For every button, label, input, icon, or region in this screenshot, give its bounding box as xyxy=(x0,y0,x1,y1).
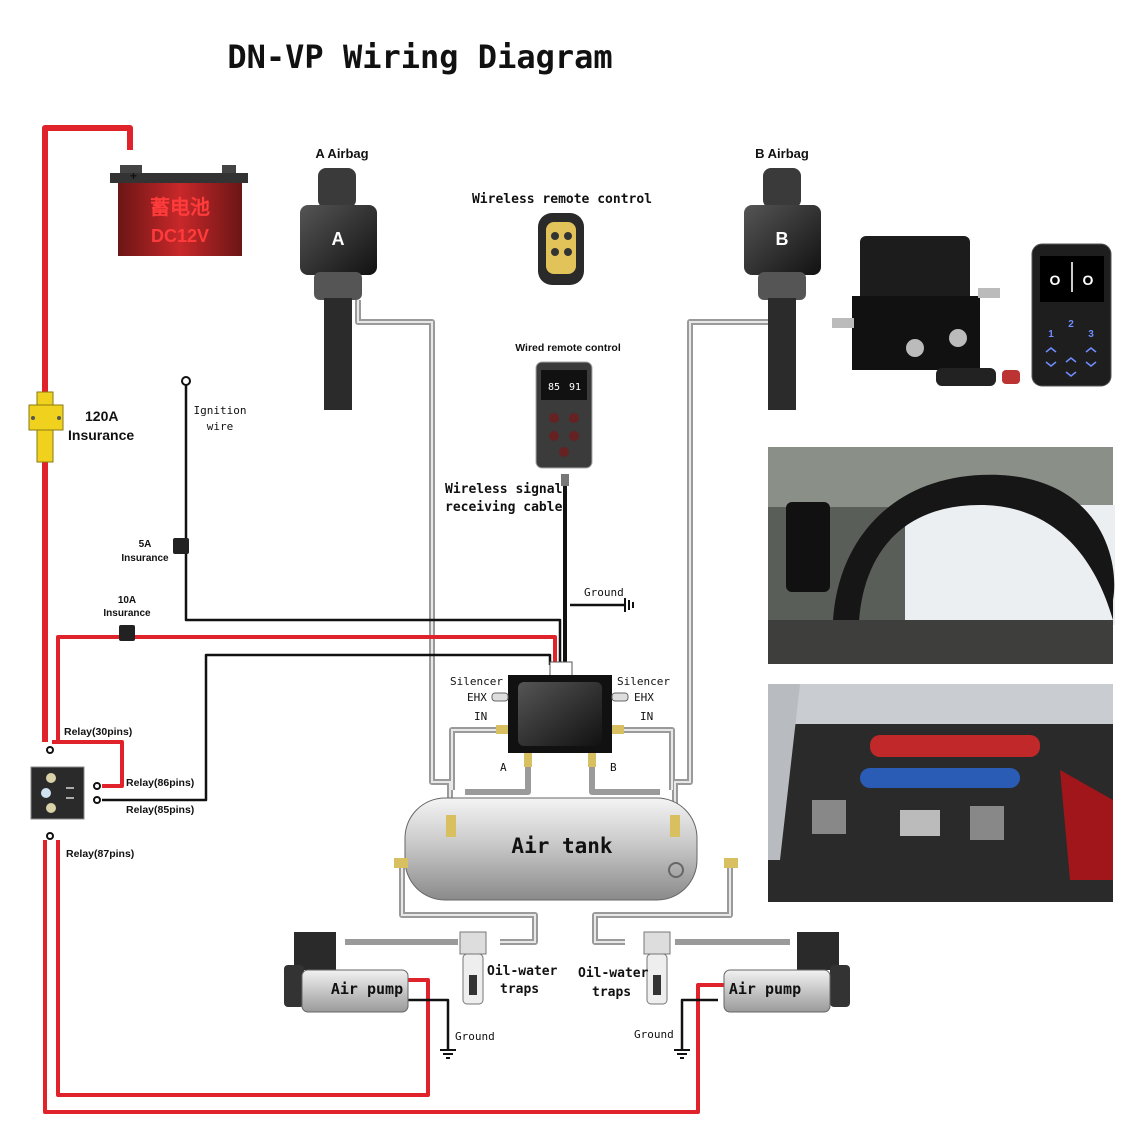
fitting-icon xyxy=(524,753,532,767)
wireless-remote-icon xyxy=(538,213,584,285)
air-line-a-airbag xyxy=(355,300,453,830)
wired-remote-readout-right: 91 xyxy=(569,382,581,393)
ignition-wire xyxy=(184,385,562,665)
air-line-valve-in-right xyxy=(618,727,675,790)
signal-cable-label-2: receiving cable xyxy=(445,500,563,515)
signal-antenna-connector xyxy=(561,474,569,486)
battery-plus: + xyxy=(130,169,137,183)
ground-symbol xyxy=(440,1049,456,1059)
controller-display-left: O xyxy=(1050,272,1061,288)
airbag-a-label: A Airbag xyxy=(315,146,368,161)
trap-left-label-1: Oil-water xyxy=(487,964,558,979)
relay-87-label: Relay(87pins) xyxy=(66,848,134,860)
wire-relay-87-right-pump xyxy=(43,840,725,1114)
airbag-a: A xyxy=(300,168,377,410)
fuse-120a-amp: 120A xyxy=(85,408,118,424)
fuse-10a-amp: 10A xyxy=(118,595,136,606)
fuse-5a-label: Insurance xyxy=(121,553,169,564)
fitting-icon xyxy=(588,753,596,767)
air-pump-right-label: Air pump xyxy=(729,980,801,998)
fuse-5a-icon xyxy=(173,538,189,554)
valve-block xyxy=(491,661,629,767)
silencer-right-icon xyxy=(611,692,629,702)
battery-voltage: DC12V xyxy=(151,226,209,246)
controller-key-3: 3 xyxy=(1088,329,1094,340)
airbag-b-label: B Airbag xyxy=(755,146,809,161)
oil-water-trap-right-icon xyxy=(643,931,671,1005)
ground-label-right: Ground xyxy=(634,1028,674,1041)
wire-relay-87-left-pump xyxy=(56,840,430,1097)
ground-label-valve: Ground xyxy=(584,586,624,599)
air-pump-right xyxy=(723,932,850,1013)
ehx-right-label: EHX xyxy=(634,691,654,704)
air-line-port-b xyxy=(589,765,660,795)
relay-icon xyxy=(30,746,101,840)
wired-remote-icon xyxy=(535,361,593,469)
controller-product-photo: O O 1 2 3 xyxy=(832,236,1112,387)
air-line-valve-in-left xyxy=(449,727,505,790)
ignition-wire-label-2: wire xyxy=(207,420,234,433)
air-tank-label: Air tank xyxy=(511,834,613,858)
diagram-title: DN-VP Wiring Diagram xyxy=(227,38,612,76)
wired-remote-readout-left: 85 xyxy=(548,382,560,393)
fuse-5a-amp: 5A xyxy=(139,539,152,550)
car-interior-photo xyxy=(768,447,1115,664)
wire-relay-85 xyxy=(102,653,552,802)
fitting-icon xyxy=(612,725,624,734)
fuse-120a-label: Insurance xyxy=(68,427,134,443)
battery: + 蓄电池 DC12V xyxy=(110,165,248,256)
controller-key-1: 1 xyxy=(1048,329,1054,340)
ehx-left-label: EHX xyxy=(467,691,487,704)
trunk-install-photo xyxy=(768,684,1113,902)
signal-cable-label-1: Wireless signal xyxy=(445,482,562,497)
airbag-a-letter: A xyxy=(332,229,345,249)
ground-label-left: Ground xyxy=(455,1030,495,1043)
trap-left-label-2: traps xyxy=(500,982,539,997)
airbag-b-letter: B xyxy=(776,229,789,249)
relay-86-label: Relay(86pins) xyxy=(126,777,194,789)
ground-symbol xyxy=(624,598,634,612)
air-pump-left xyxy=(284,932,409,1013)
air-line-port-a xyxy=(465,765,531,795)
silencer-right-label: Silencer xyxy=(617,675,670,688)
port-b-label: B xyxy=(610,761,617,774)
silencer-left-icon xyxy=(491,692,509,702)
trap-right-label-1: Oil-water xyxy=(578,966,649,981)
wired-remote-label: Wired remote control xyxy=(515,342,621,354)
silencer-left-label: Silencer xyxy=(450,675,503,688)
port-a-label: A xyxy=(500,761,507,774)
trap-right-label-2: traps xyxy=(592,985,631,1000)
ignition-terminal-icon xyxy=(181,376,191,386)
fuse-120a-icon xyxy=(28,391,64,463)
ground-symbol xyxy=(674,1049,690,1059)
wire-10a-feed xyxy=(56,635,557,742)
fuse-10a-label: Insurance xyxy=(103,608,151,619)
wire-relay-86 xyxy=(52,740,124,788)
ignition-wire-label-1: Ignition xyxy=(194,404,247,417)
in-left-label: IN xyxy=(474,710,487,723)
fuse-10a-icon xyxy=(119,625,135,641)
relay-30-label: Relay(30pins) xyxy=(64,726,132,738)
wireless-remote-label: Wireless remote control xyxy=(472,192,652,207)
in-right-label: IN xyxy=(640,710,653,723)
ground-wire-right-pump xyxy=(680,998,718,1050)
controller-display-right: O xyxy=(1083,272,1094,288)
relay-85-label: Relay(85pins) xyxy=(126,804,194,816)
ground-wire-left-pump xyxy=(408,998,450,1050)
air-pump-left-label: Air pump xyxy=(331,980,403,998)
air-tank xyxy=(394,797,738,901)
airbag-b: B xyxy=(744,168,821,410)
fitting-icon xyxy=(496,725,508,734)
oil-water-trap-left-icon xyxy=(459,931,487,1005)
controller-key-2: 2 xyxy=(1068,319,1074,330)
battery-label: 蓄电池 xyxy=(150,195,210,219)
signal-wires xyxy=(102,385,718,1050)
